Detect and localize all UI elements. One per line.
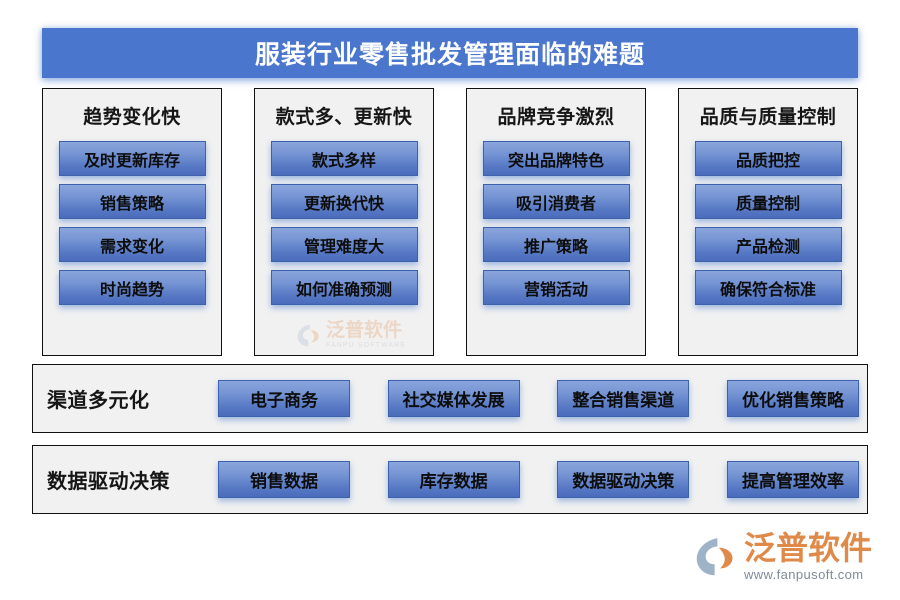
category-column-quality: 品质与质量控制 品质把控 质量控制 产品检测 确保符合标准 bbox=[678, 88, 858, 356]
category-item-chip[interactable]: 产品检测 bbox=[694, 227, 842, 262]
category-title: 品质与质量控制 bbox=[699, 107, 837, 128]
brand-url: www.fanpusoft.com bbox=[743, 567, 864, 582]
category-item-chip[interactable]: 更新换代快 bbox=[270, 184, 418, 219]
category-title: 款式多、更新快 bbox=[275, 107, 413, 128]
category-item-chip[interactable]: 质量控制 bbox=[694, 184, 842, 219]
category-item-chip[interactable]: 吸引消费者 bbox=[482, 184, 630, 219]
brand-logo: 泛普软件 www.fanpusoft.com bbox=[694, 532, 872, 582]
page-title-banner: 服装行业零售批发管理面临的难题 bbox=[42, 28, 858, 78]
category-item-list: 突出品牌特色 吸引消费者 推广策略 营销活动 bbox=[467, 141, 645, 305]
section-row-label: 渠道多元化 bbox=[47, 390, 150, 412]
fanpu-logo-icon bbox=[696, 538, 733, 576]
section-row-channel: 渠道多元化 电子商务 社交媒体发展 整合销售渠道 优化销售策略 bbox=[32, 364, 868, 433]
brand-logo-texts: 泛普软件 www.fanpusoft.com bbox=[744, 532, 872, 582]
category-item-chip[interactable]: 营销活动 bbox=[482, 270, 630, 305]
category-item-chip[interactable]: 时尚趋势 bbox=[58, 270, 206, 305]
category-item-chip[interactable]: 如何准确预测 bbox=[270, 270, 418, 305]
section-row-items: 销售数据 库存数据 数据驱动决策 提高管理效率 bbox=[218, 461, 867, 498]
page-title: 服装行业零售批发管理面临的难题 bbox=[254, 42, 645, 69]
section-item-chip[interactable]: 库存数据 bbox=[387, 461, 520, 498]
category-item-list: 及时更新库存 销售策略 需求变化 时尚趋势 bbox=[43, 141, 221, 305]
category-item-chip[interactable]: 销售策略 bbox=[58, 184, 206, 219]
category-columns: 趋势变化快 及时更新库存 销售策略 需求变化 时尚趋势 款式多、更新快 款式多样… bbox=[42, 88, 858, 356]
section-row-items: 电子商务 社交媒体发展 整合销售渠道 优化销售策略 bbox=[218, 380, 867, 417]
category-item-chip[interactable]: 及时更新库存 bbox=[58, 141, 206, 176]
category-column-styles: 款式多、更新快 款式多样 更新换代快 管理难度大 如何准确预测 bbox=[254, 88, 434, 356]
category-item-chip[interactable]: 需求变化 bbox=[58, 227, 206, 262]
category-item-chip[interactable]: 确保符合标准 bbox=[694, 270, 842, 305]
brand-name: 泛普软件 bbox=[743, 530, 872, 567]
category-item-list: 款式多样 更新换代快 管理难度大 如何准确预测 bbox=[255, 141, 433, 305]
section-item-chip[interactable]: 整合销售渠道 bbox=[557, 380, 690, 417]
category-item-chip[interactable]: 推广策略 bbox=[482, 227, 630, 262]
section-row-label: 数据驱动决策 bbox=[47, 471, 170, 493]
category-title: 趋势变化快 bbox=[83, 107, 181, 128]
category-column-brand: 品牌竞争激烈 突出品牌特色 吸引消费者 推广策略 营销活动 bbox=[466, 88, 646, 356]
section-item-chip[interactable]: 提高管理效率 bbox=[726, 461, 859, 498]
section-item-chip[interactable]: 社交媒体发展 bbox=[387, 380, 520, 417]
category-item-chip[interactable]: 突出品牌特色 bbox=[482, 141, 630, 176]
category-title: 品牌竞争激烈 bbox=[497, 107, 615, 128]
category-item-list: 品质把控 质量控制 产品检测 确保符合标准 bbox=[679, 141, 857, 305]
section-item-chip[interactable]: 数据驱动决策 bbox=[557, 461, 690, 498]
section-item-chip[interactable]: 优化销售策略 bbox=[726, 380, 859, 417]
section-item-chip[interactable]: 电子商务 bbox=[218, 380, 350, 417]
category-column-trend: 趋势变化快 及时更新库存 销售策略 需求变化 时尚趋势 bbox=[42, 88, 222, 356]
category-item-chip[interactable]: 款式多样 bbox=[270, 141, 418, 176]
section-item-chip[interactable]: 销售数据 bbox=[218, 461, 350, 498]
category-item-chip[interactable]: 品质把控 bbox=[694, 141, 842, 176]
section-row-data: 数据驱动决策 销售数据 库存数据 数据驱动决策 提高管理效率 bbox=[32, 445, 868, 514]
category-item-chip[interactable]: 管理难度大 bbox=[270, 227, 418, 262]
